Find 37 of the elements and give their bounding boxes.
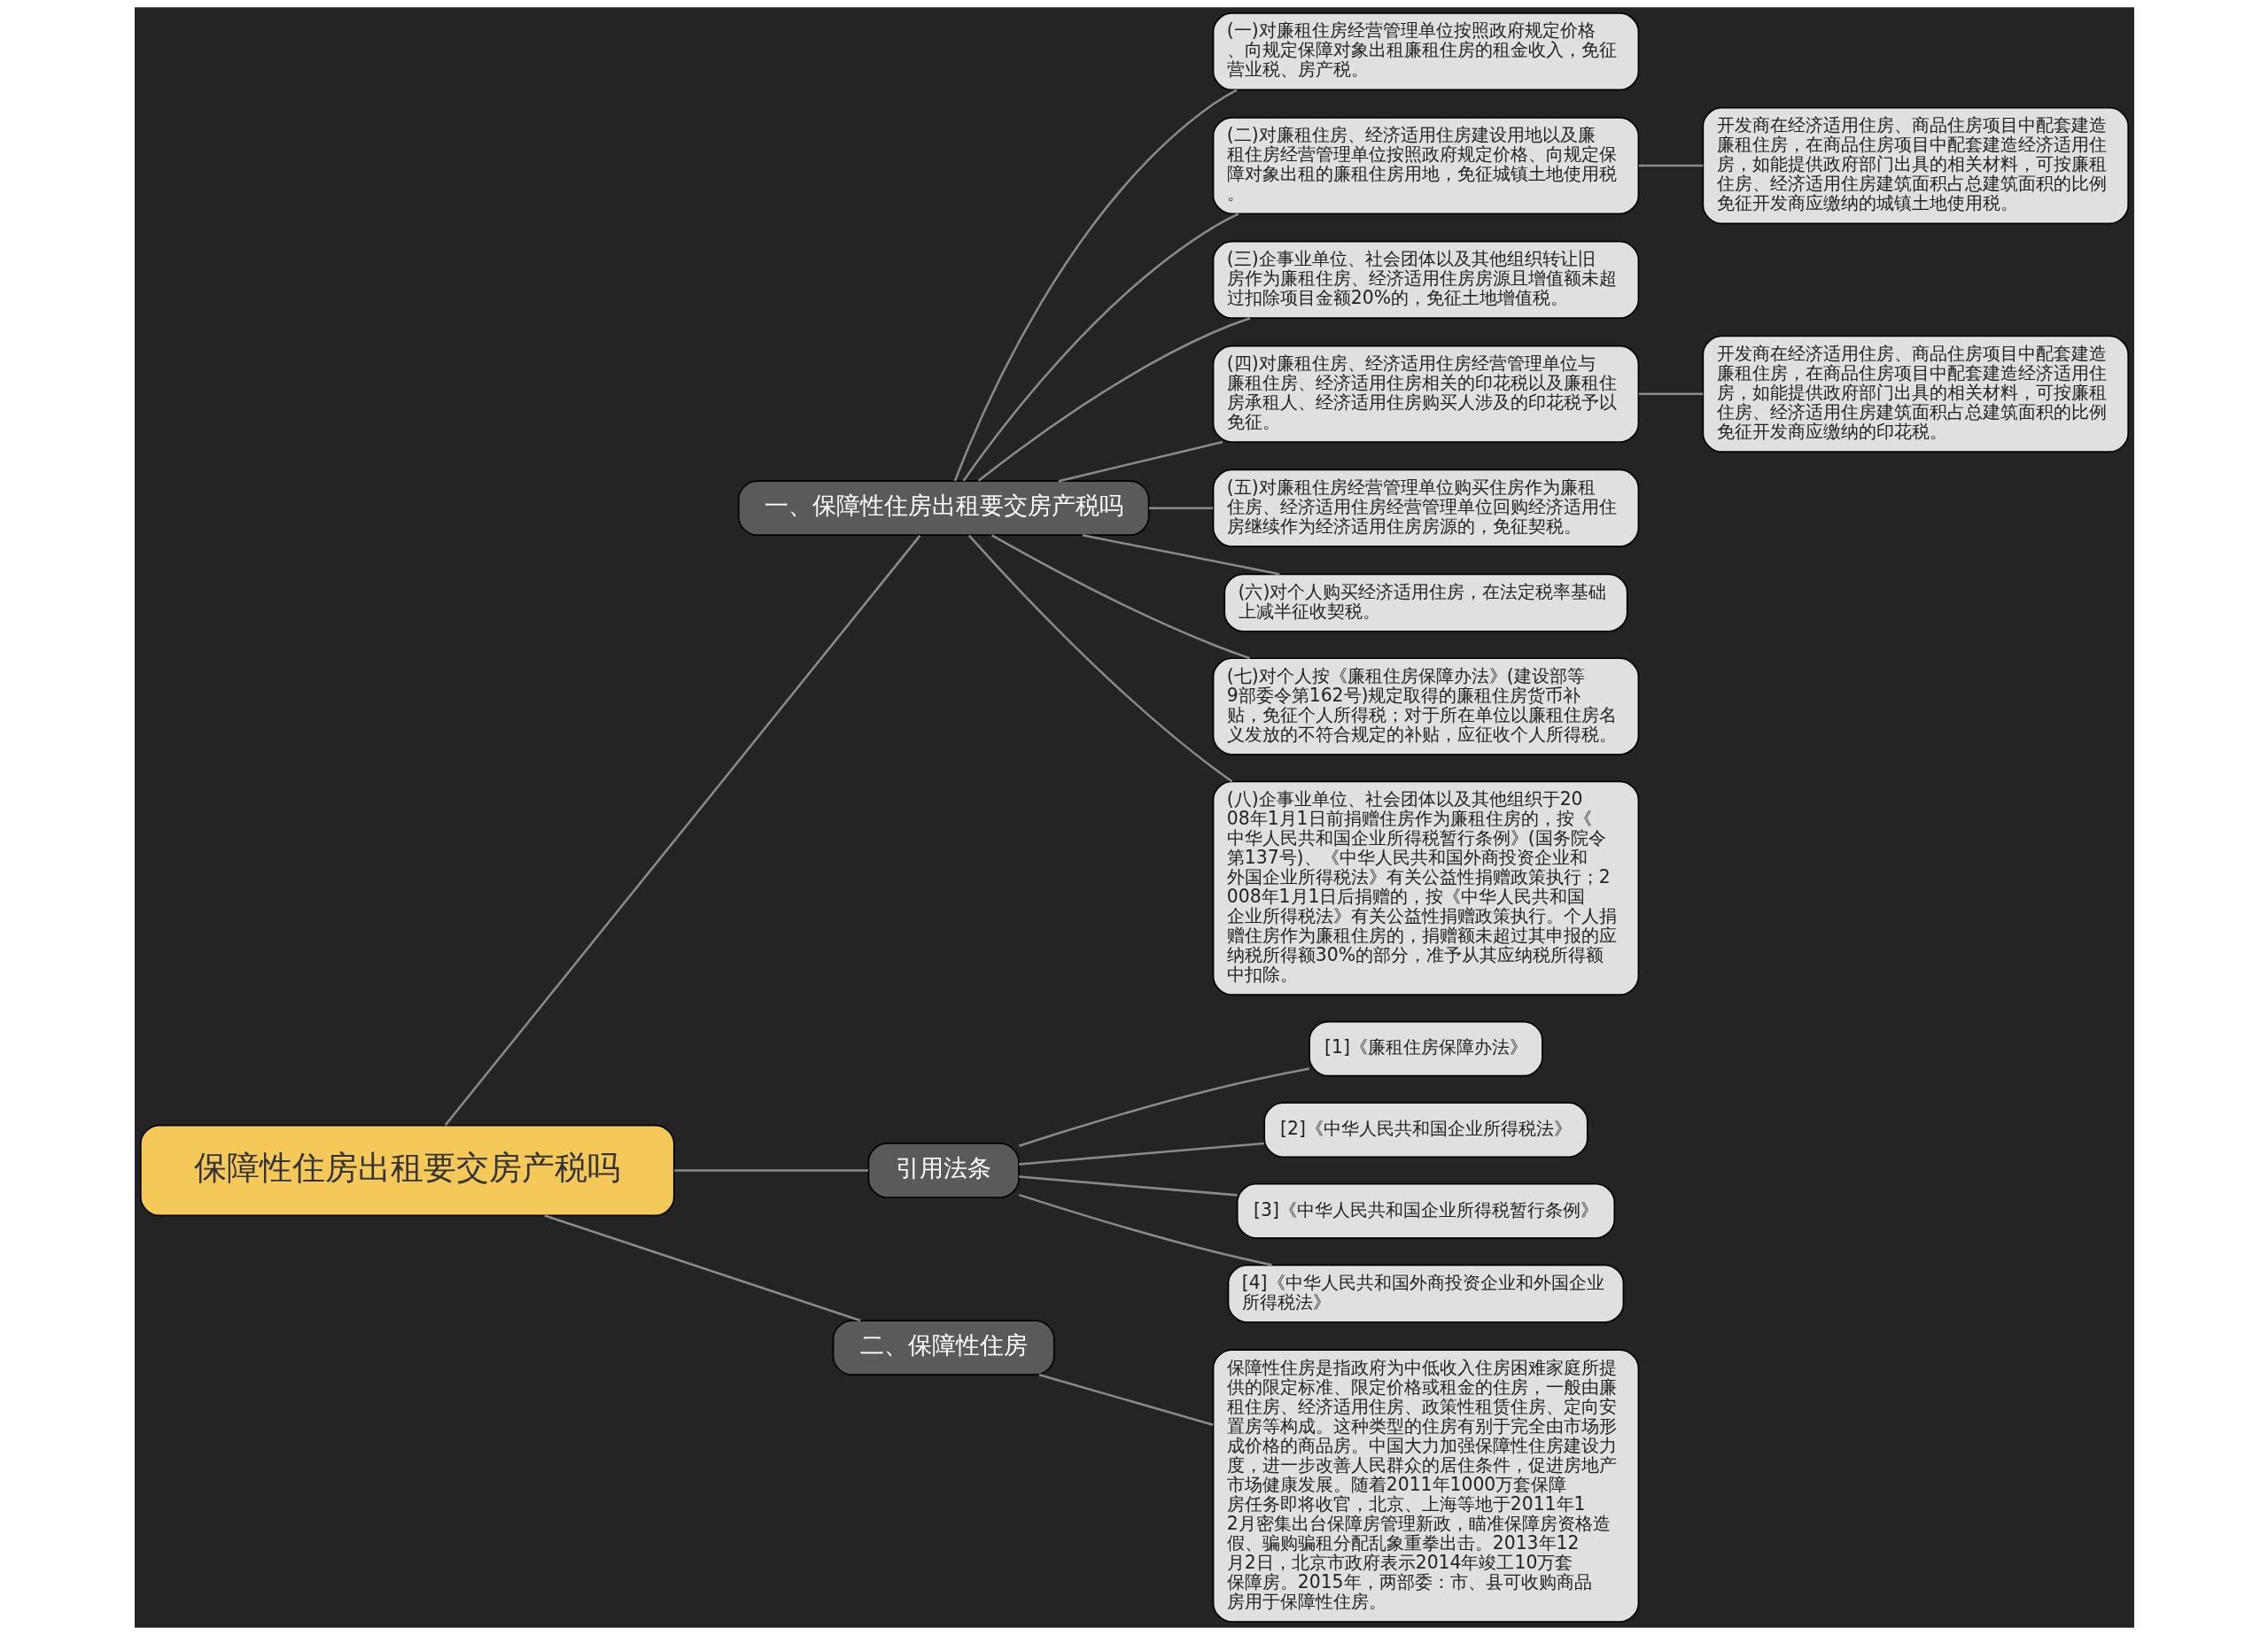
node-box: (三)企事业单位、社会团体以及其他组织转让旧房作为廉租住房、经济适用住房房源且增值额未超过扣除项目金额20%的，免征土地增值税。 (1212, 240, 1639, 320)
node-box: 开发商在经济适用住房、商品住房项目中配套建造廉租住房，在商品住房项目中配套建造经济适用住房，如能提供政府部门出具的相关材料，可按廉租住房、经济适用住房建筑面积占总建筑面积的比例免征开发商应缴纳的印花税。 (1702, 335, 2129, 453)
connector (1082, 534, 1279, 576)
node-box: 二、保障性住房 (832, 1320, 1055, 1375)
node-box: 引用法条 (867, 1143, 1020, 1198)
node-box: [4]《中华人民共和国外商投资企业和外国企业所得税法》 (1227, 1264, 1624, 1323)
node-box: 保障性住房是指政府为中低收入住房困难家庭所提供的限定标准、限定价格或租金的住房，一般由廉租住房、经济适用住房、政策性租赁住房、定向安置房等构成。这种类型的住房有别于完全由市场形成价格的商品房。中国大力加强保障性住房建设力度，进一步改善人民群众的居住条件，促进房地产市场健康发展。随着2011年1000万套保障房任务即将收官，北京、上海等地于2011年12月密集出台保障房管理新政，瞄准保障房资格造假、骗购骗租分配乱象重拳出击。2013年12月2日，北京市政府表示2014年竣工10万套保障房。2015年，两部委：市、县可收购商品房用于保障性住房。 (1212, 1349, 1639, 1623)
connector (1018, 1175, 1237, 1197)
connector (953, 89, 1238, 482)
node-box: (六)对个人购买经济适用住房，在法定税率基础上减半征收契税。 (1223, 573, 1628, 632)
node-box: 保障性住房出租要交房产税吗 (139, 1124, 675, 1217)
node-box: (四)对廉租住房、经济适用住房经营管理单位与廉租住房、经济适用住房相关的印花税以及廉租住房承租人、经济适用住房购买人涉及的印花税予以免征。 (1212, 345, 1639, 443)
connector (1148, 507, 1213, 509)
connector (1638, 164, 1703, 167)
node-box: [1]《廉租住房保障办法》 (1308, 1020, 1543, 1077)
connector (962, 213, 1239, 482)
node-box: 一、保障性住房出租要交房产税吗 (737, 480, 1149, 537)
node-box: 开发商在经济适用住房、商品住房项目中配套建造廉租住房，在商品住房项目中配套建造经济适用住房，如能提供政府部门出具的相关材料，可按廉租住房、经济适用住房建筑面积占总建筑面积的比例免征开发商应缴纳的城镇土地使用税。 (1702, 106, 2129, 225)
node-box: [2]《中华人民共和国企业所得税法》 (1262, 1102, 1588, 1158)
node-box: (一)对廉租住房经营管理单位按照政府规定价格、向规定保障对象出租廉租住房的租金收入，免征营业税、房产税。 (1212, 12, 1639, 91)
connector (977, 317, 1250, 482)
node-box: (二)对廉租住房、经济适用住房建设用地以及廉租住房经营管理单位按照政府规定价格、向规定保障对象出租的廉租住房用地，免征城镇土地使用税。 (1212, 116, 1639, 215)
connector (1038, 1374, 1213, 1426)
connector (1018, 1193, 1272, 1267)
connector (1638, 392, 1703, 396)
connector (967, 534, 1232, 783)
node-box: (八)企事业单位、社会团体以及其他组织于2008年1月1日前捐赠住房作为廉租住房的，按《中华人民共和国企业所得税暂行条例》(国务院令第137号)、《中华人民共和国外商投资企业和外国企业所得税法》有关公益性捐赠政策执行；2008年1月1日后捐赠的，按《中华人民共和国企业所得税法》有关公益性捐赠政策执行。个人捐赠住房作为廉租住房的，捐赠额未超过其申报的应纳税所得额30%的部分，准予从其应纳税所得额中扣除。 (1212, 780, 1639, 996)
connector (444, 535, 920, 1126)
connector (1018, 1067, 1309, 1147)
connector (1018, 1142, 1264, 1166)
connector (990, 534, 1250, 660)
connector (1058, 440, 1223, 483)
connector (544, 1214, 861, 1322)
node-box: [3]《中华人民共和国企业所得税暂行条例》 (1236, 1182, 1615, 1239)
node-box: (五)对廉租住房经营管理单位购买住房作为廉租住房、经济适用住房经营管理单位回购经济适用住房继续作为经济适用住房房源的，免征契税。 (1212, 469, 1639, 547)
node-box: (七)对个人按《廉租住房保障办法》(建设部等9部委令第162号)规定取得的廉租住房货币补贴，免征个人所得税；对于所在单位以廉租住房名义发放的不符合规定的补贴，应征收个人所得税。 (1212, 657, 1639, 756)
connector (673, 1169, 868, 1172)
